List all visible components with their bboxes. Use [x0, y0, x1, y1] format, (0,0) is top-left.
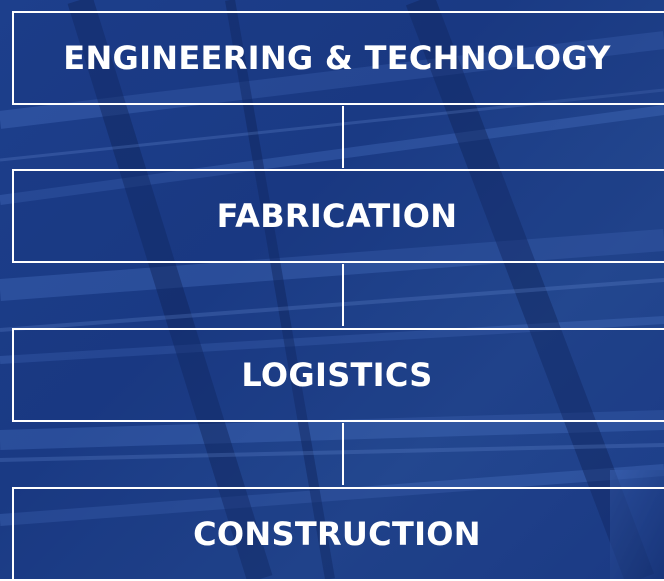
stage-box-construction: CONSTRUCTION [12, 487, 664, 581]
stage-box-engineering: ENGINEERING & TECHNOLOGY [12, 11, 664, 105]
connector-line [342, 106, 344, 168]
stage-label-construction: CONSTRUCTION [193, 515, 481, 553]
stage-label-fabrication: FABRICATION [216, 197, 458, 235]
connector-line [342, 423, 344, 485]
stage-label-logistics: LOGISTICS [241, 356, 433, 394]
stage-label-engineering: ENGINEERING & TECHNOLOGY [63, 39, 611, 77]
stage-box-fabrication: FABRICATION [12, 169, 664, 263]
stage-box-logistics: LOGISTICS [12, 328, 664, 422]
connector-line [342, 264, 344, 326]
